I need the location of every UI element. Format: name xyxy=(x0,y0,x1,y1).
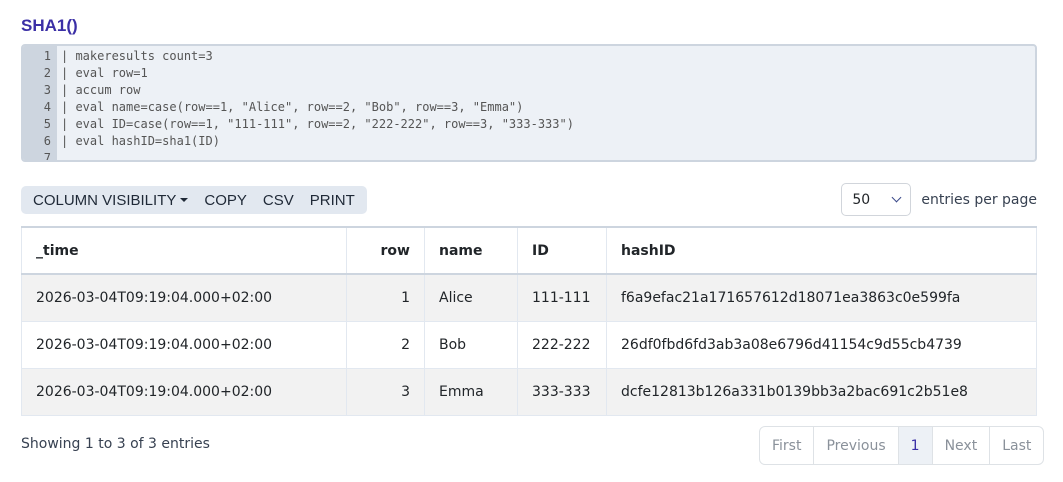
cell-time: 2026-03-04T09:19:04.000+02:00 xyxy=(21,273,347,322)
code-line: | eval row=1 xyxy=(61,66,148,80)
code-line: | eval name=case(row==1, "Alice", row==2… xyxy=(61,100,524,114)
line-number: 3 xyxy=(43,83,51,97)
page-size-control: 50 entries per page xyxy=(841,183,1037,216)
code-line: | eval ID=case(row==1, "111-111", row==2… xyxy=(61,117,574,131)
line-numbers: 1 2 3 4 5 6 7 xyxy=(23,46,57,160)
csv-button[interactable]: CSV xyxy=(255,186,302,214)
cell-hashid: f6a9efac21a171657612d18071ea3863c0e599fa xyxy=(606,273,1037,322)
line-number: 7 xyxy=(43,151,51,162)
print-button[interactable]: PRINT xyxy=(302,186,363,214)
line-number: 5 xyxy=(43,117,51,131)
cell-name: Emma xyxy=(424,367,518,416)
cell-time: 2026-03-04T09:19:04.000+02:00 xyxy=(21,320,347,369)
pagination-last[interactable]: Last xyxy=(989,427,1043,464)
cell-id: 111-111 xyxy=(517,273,607,322)
code-line: | eval hashID=sha1(ID) xyxy=(61,134,220,148)
code-editor[interactable]: 1 2 3 4 5 6 7 | makeresults count=3 | eval row=… xyxy=(21,44,1037,162)
column-header-hashid[interactable]: hashID xyxy=(606,226,1037,275)
pagination-previous[interactable]: Previous xyxy=(813,427,897,464)
cell-row: 3 xyxy=(346,367,425,416)
page-title: SHA1() xyxy=(21,16,78,35)
cell-row: 1 xyxy=(346,273,425,322)
button-label: COLUMN VISIBILITY xyxy=(33,191,177,209)
page-size-label: entries per page xyxy=(921,191,1037,208)
cell-id: 222-222 xyxy=(517,320,607,369)
table-info: Showing 1 to 3 of 3 entries xyxy=(21,436,210,452)
cell-time: 2026-03-04T09:19:04.000+02:00 xyxy=(21,367,347,416)
page-size-select[interactable]: 50 xyxy=(841,183,912,216)
code-line: | accum row xyxy=(61,83,141,97)
code-line xyxy=(61,150,574,160)
cell-hashid: dcfe12813b126a331b0139bb3a2bac691c2b51e8 xyxy=(606,367,1037,416)
column-visibility-button[interactable]: COLUMN VISIBILITY xyxy=(25,186,196,214)
line-number: 1 xyxy=(43,49,51,63)
pagination-first[interactable]: First xyxy=(772,437,802,454)
pagination-next[interactable]: Next xyxy=(931,427,990,464)
cell-name: Bob xyxy=(424,320,518,369)
line-number: 2 xyxy=(43,66,51,80)
column-header-name[interactable]: name xyxy=(424,226,518,275)
cell-name: Alice xyxy=(424,273,518,322)
column-header-time[interactable]: _time xyxy=(21,226,347,275)
table-toolbar: COLUMN VISIBILITY COPY CSV PRINT xyxy=(21,186,367,214)
caret-down-icon xyxy=(180,198,189,202)
cell-hashid: 26df0fbd6fd3ab3a08e6796d41154c9d55cb4739 xyxy=(606,320,1037,369)
chevron-down-icon xyxy=(891,192,902,203)
code-line: | makeresults count=3 xyxy=(61,49,213,63)
cell-row: 2 xyxy=(346,320,425,369)
pagination-page-1[interactable]: 1 xyxy=(897,427,932,464)
column-header-row[interactable]: row xyxy=(346,226,425,275)
pagination: First Previous 1 Next Last xyxy=(759,426,1045,465)
page-size-value: 50 xyxy=(852,191,871,208)
results-table: _time row name ID hashID 2026-03-04T09:1… xyxy=(21,226,1037,416)
cell-id: 333-333 xyxy=(517,367,607,416)
line-number: 4 xyxy=(43,100,51,114)
line-number: 6 xyxy=(43,134,51,148)
copy-button[interactable]: COPY xyxy=(196,186,255,214)
column-header-id[interactable]: ID xyxy=(517,226,607,275)
